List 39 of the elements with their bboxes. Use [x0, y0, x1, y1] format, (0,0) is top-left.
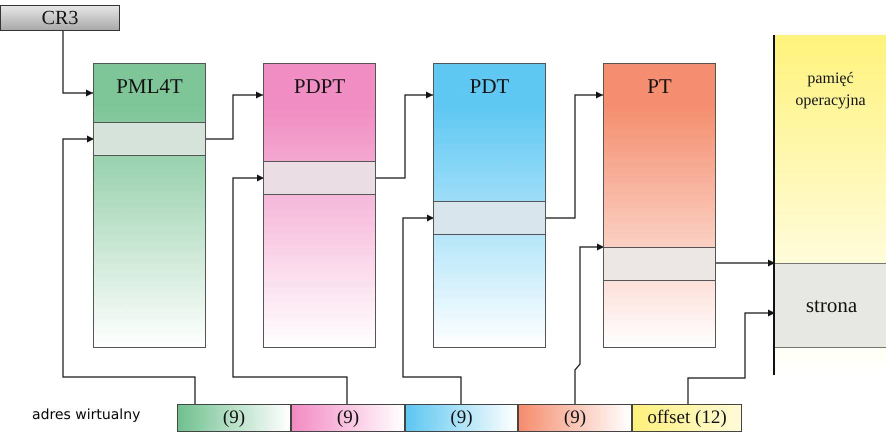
node-label: CR3 — [42, 6, 78, 30]
page-table — [603, 63, 716, 348]
node-label: PDT — [468, 74, 510, 99]
table-entry — [434, 201, 545, 235]
arrow — [375, 92, 433, 179]
table-entry — [264, 161, 375, 195]
node-label: PDPT — [292, 74, 346, 99]
table-entry — [94, 122, 205, 156]
node-label: pamięć operacyjna — [794, 69, 867, 111]
register-box — [0, 5, 120, 31]
node-label: (9) — [336, 407, 360, 429]
arrow — [62, 136, 196, 404]
node-label: (9) — [450, 407, 473, 429]
arrow — [715, 260, 775, 266]
arrow — [402, 214, 462, 404]
memory-column — [773, 35, 886, 375]
arrow — [545, 92, 603, 219]
address-field — [405, 404, 518, 432]
arrow — [62, 31, 93, 96]
page-table — [433, 63, 546, 348]
arrow — [205, 92, 263, 140]
memory-page — [775, 263, 886, 348]
arrow — [574, 244, 604, 404]
address-field — [632, 404, 742, 432]
node-label: PT — [646, 74, 673, 99]
arrow — [687, 310, 775, 404]
page-table — [263, 63, 376, 348]
node-label: (9) — [564, 407, 586, 429]
page-table — [93, 63, 206, 348]
table-entry — [604, 247, 715, 281]
address-field — [177, 404, 291, 432]
node-label: PML4T — [115, 74, 184, 99]
address-field — [518, 404, 632, 432]
node-label: strona — [806, 293, 858, 318]
axis-label: adres wirtualny — [32, 407, 140, 423]
node-label: offset (12) — [647, 407, 727, 429]
node-label: (9) — [222, 407, 246, 429]
arrow — [232, 174, 348, 404]
address-field — [291, 404, 405, 432]
